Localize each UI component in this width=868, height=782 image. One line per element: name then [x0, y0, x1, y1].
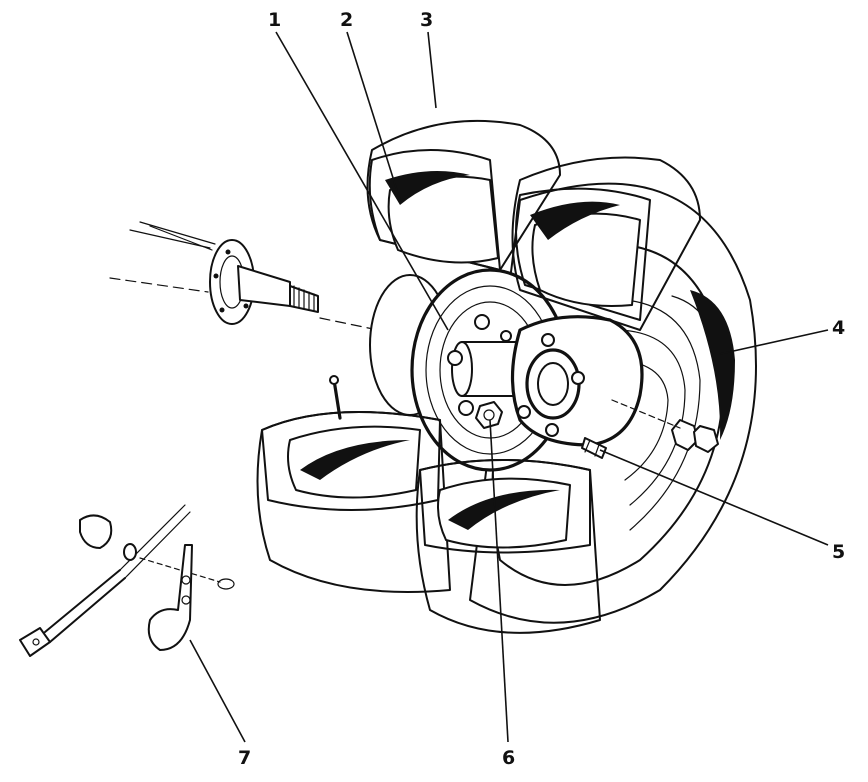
tire-segment-3 — [511, 156, 701, 331]
axle-shaft — [109, 221, 379, 331]
tire-segment-lower-left — [256, 375, 451, 593]
tire-segment-2 — [366, 119, 561, 271]
axle-threads — [293, 285, 315, 312]
callout-1: 1 — [268, 9, 281, 31]
callout-7: 7 — [238, 747, 251, 769]
brake-bracket-7 — [147, 544, 193, 651]
callout-labels: 1 2 3 4 5 6 7 — [238, 9, 845, 769]
callout-6: 6 — [502, 747, 515, 769]
leader-4 — [719, 329, 829, 355]
callout-5: 5 — [832, 541, 845, 563]
leader-2 — [346, 31, 401, 201]
leader-lines — [189, 31, 829, 743]
wheel-flange-plate — [510, 315, 644, 447]
leader-5 — [599, 449, 829, 546]
leader-1 — [275, 31, 449, 331]
callout-4: 4 — [832, 317, 845, 339]
callout-2: 2 — [340, 9, 353, 31]
leader-7 — [189, 639, 246, 743]
leader-3 — [427, 31, 437, 109]
callout-3: 3 — [420, 9, 433, 31]
hub-nut-6 — [475, 401, 503, 429]
leader-6 — [489, 419, 509, 743]
tire-segment-lower-right — [415, 459, 601, 634]
brake-rod-assembly — [19, 504, 235, 657]
wheel-bolt-5 — [581, 399, 719, 459]
